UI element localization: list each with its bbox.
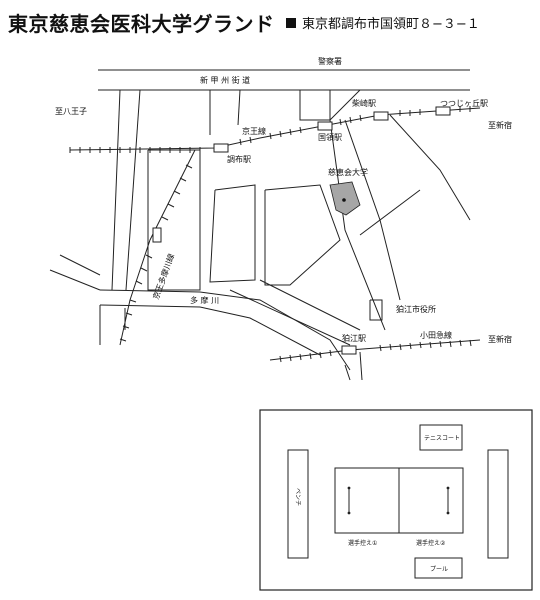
keio-tamagawa-railway [119, 149, 196, 346]
komae-station-icon [341, 345, 357, 355]
chofu-station-icon [213, 143, 229, 153]
tsutsujigaoka-station-icon [435, 106, 451, 116]
label-dugout-1: 選手控え① [348, 539, 377, 547]
right-building-box [487, 449, 509, 559]
label-dugout-2: 選手控え② [416, 539, 446, 547]
label-to-hachioji: 至八王子 [55, 107, 87, 116]
jikei-campus-shape [329, 181, 361, 216]
label-to-shinjuku-1: 至新宿 [488, 120, 512, 130]
label-police: 警察署 [318, 56, 342, 66]
address: 東京都調布市国領町８−３−１ [286, 13, 480, 32]
pool-box [414, 557, 463, 579]
address-text: 東京都調布市国領町８−３−１ [302, 17, 480, 32]
facility-layout: テニスコート ベンチ 選手控え① 選手控え② プール [259, 409, 533, 591]
kokuryo-station-icon [317, 121, 333, 131]
label-tamagawa: 多 摩 川 [190, 295, 219, 305]
label-komae-station: 狛江駅 [342, 333, 366, 343]
station-boxes [152, 106, 451, 355]
label-pool: プール [430, 566, 448, 573]
label-to-shinjuku-2: 至新宿 [488, 334, 512, 344]
label-komae-city-hall: 狛江市役所 [396, 304, 436, 314]
page-title: 東京慈恵会医科大学グランド [8, 12, 275, 36]
map-labels: 警察署 新 甲 州 街 道 至八王子 京王線 調布駅 柴崎駅 つつじヶ丘駅 至新… [55, 56, 512, 344]
shibasaki-station-icon [373, 111, 389, 121]
roads [49, 69, 471, 381]
keio-railway [69, 106, 481, 153]
tennis-court-box [419, 424, 463, 451]
label-odakyu-line: 小田急線 [420, 330, 452, 340]
label-keio-tamagawa-line: 京王多摩川線 [150, 252, 176, 301]
label-bench-vertical: ベンチ [294, 488, 301, 506]
label-tennis-court: テニスコート [424, 435, 460, 442]
label-shinkoshu-kaido: 新 甲 州 街 道 [200, 75, 250, 85]
label-chofu-station: 調布駅 [227, 154, 251, 164]
label-kokuryo-station: 国領駅 [318, 132, 342, 142]
label-jikei-univ: 慈恵会大学 [328, 167, 368, 177]
label-tsutsujigaoka-station: つつじヶ丘駅 [440, 99, 488, 108]
label-shibasaki-station: 柴崎駅 [352, 98, 376, 108]
bench-box [287, 449, 309, 559]
bullet-square-icon [286, 17, 296, 28]
campus-marker-icon [342, 198, 346, 202]
odakyu-railway [269, 339, 481, 363]
label-keio-line: 京王線 [242, 126, 266, 136]
tamagawa-line-station-icon [152, 227, 162, 243]
